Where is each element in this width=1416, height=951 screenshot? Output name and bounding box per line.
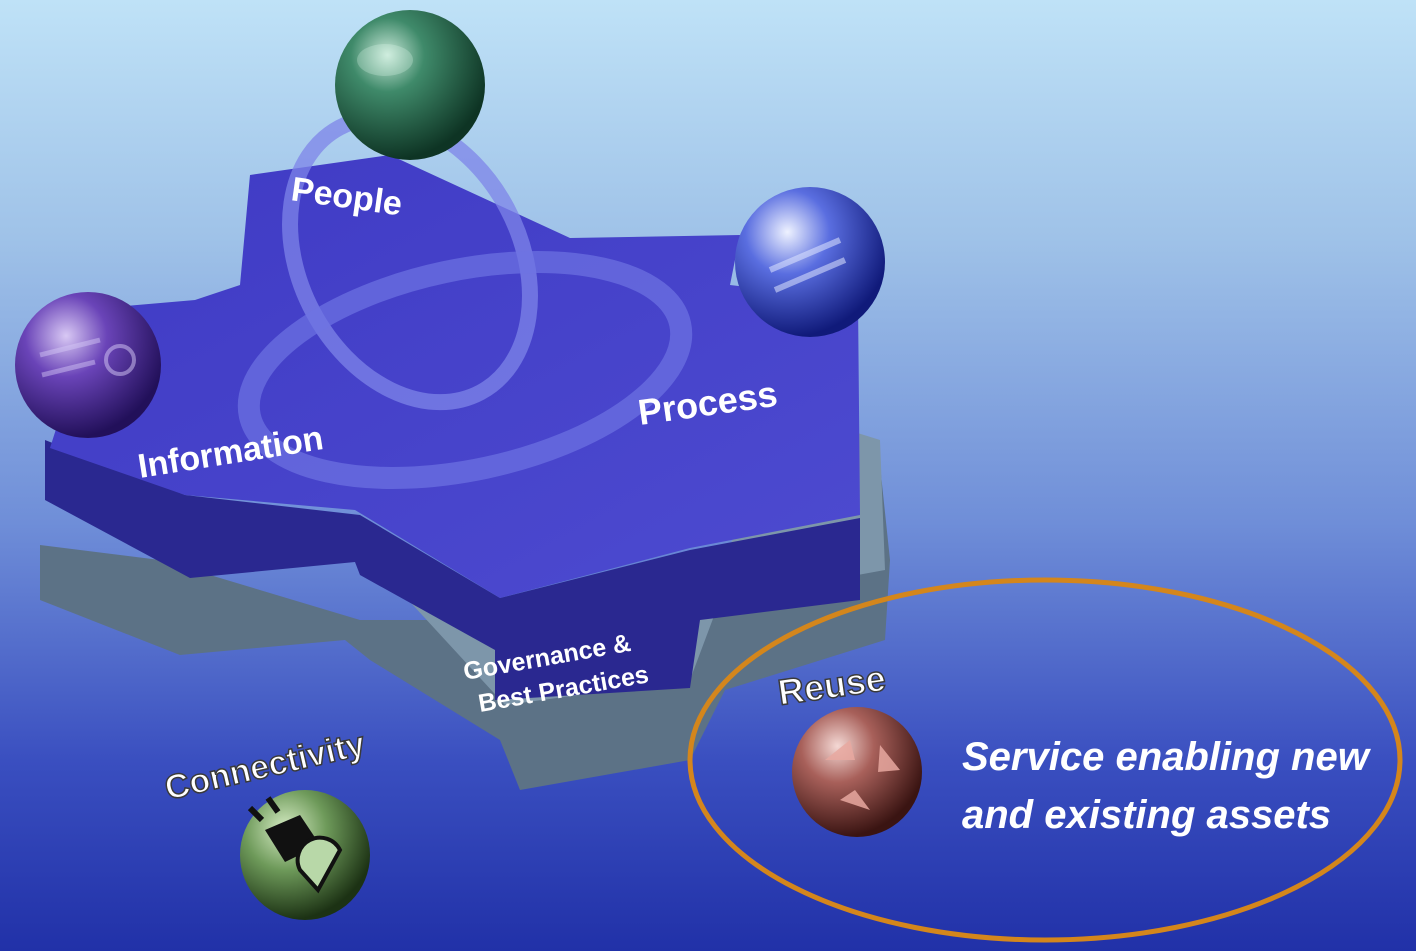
label-connectivity: Connectivity xyxy=(161,725,368,808)
information-sphere-icon xyxy=(15,292,161,438)
ring-horizontal xyxy=(237,251,693,489)
process-sphere-icon xyxy=(735,187,885,337)
platform-side xyxy=(45,440,860,700)
platform-layer xyxy=(45,109,860,700)
reuse-callout-text: Service enabling new and existing assets xyxy=(962,735,1369,837)
connectivity-plug-icon xyxy=(240,790,370,920)
reuse-recycle-icon xyxy=(792,707,922,837)
platform-top xyxy=(50,155,860,598)
reuse-highlight-ellipse xyxy=(687,577,1403,943)
people-sphere-icon xyxy=(335,10,485,160)
